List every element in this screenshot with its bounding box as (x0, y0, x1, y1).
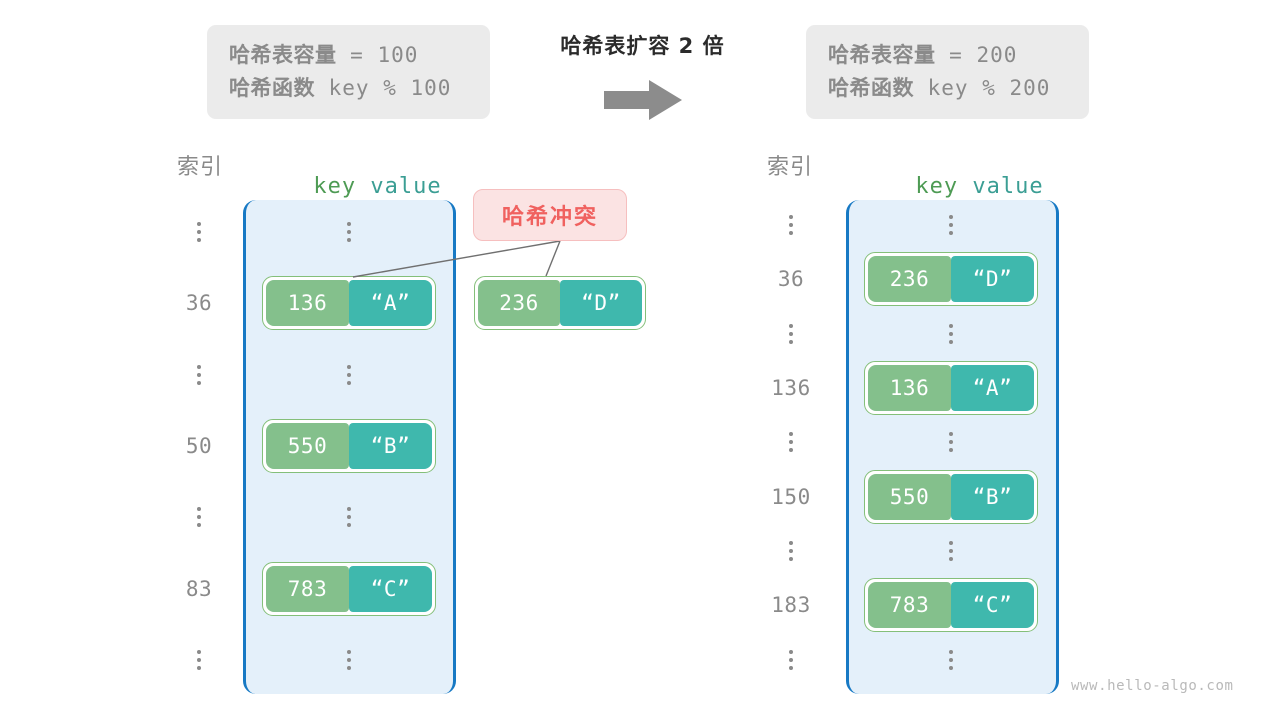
entry-value: “D” (951, 256, 1034, 303)
right-value-header: value (972, 174, 1044, 199)
right-index-header: 索引 (766, 155, 813, 180)
entry-key: 783 (266, 565, 349, 612)
right-capacity-line: 哈希表容量 = 200 (828, 39, 1067, 72)
left-capacity-value: 100 (377, 43, 419, 67)
bucket-ellipsis (347, 221, 351, 242)
entry-key: 783 (868, 582, 951, 629)
index-label: 36 (185, 291, 213, 316)
bucket-ellipsis (949, 215, 953, 236)
index-label: 36 (777, 267, 805, 292)
right-capacity-op: = (935, 43, 977, 67)
resize-title: 哈希表扩容 2 倍 (560, 34, 725, 58)
entry-key: 550 (868, 473, 951, 520)
index-label: 136 (771, 376, 811, 401)
bucket-ellipsis (347, 507, 351, 528)
entry-value: “B” (951, 473, 1034, 520)
entry-value: “A” (951, 365, 1034, 412)
right-function-expr: key % 200 (914, 76, 1051, 100)
right-function-label: 哈希函数 (828, 76, 914, 100)
table-row[interactable]: 783“C” (864, 578, 1038, 633)
right-kv-header: key value (851, 149, 1051, 224)
left-capacity-line: 哈希表容量 = 100 (229, 39, 468, 72)
bucket-ellipsis (949, 323, 953, 344)
index-ellipsis (197, 507, 201, 528)
right-function-line: 哈希函数 key % 200 (828, 72, 1067, 105)
entry-key: 136 (266, 280, 349, 327)
index-label: 150 (771, 484, 811, 509)
watermark: www.hello-algo.com (1071, 678, 1234, 694)
colliding-entry-value: “D” (560, 280, 642, 326)
colliding-entry[interactable]: 236 “D” (474, 276, 646, 330)
bucket-ellipsis (347, 364, 351, 385)
right-capacity-value: 200 (976, 43, 1018, 67)
left-capacity-op: = (336, 43, 378, 67)
table-row[interactable]: 136“A” (864, 361, 1038, 416)
table-row[interactable]: 783“C” (262, 561, 436, 616)
left-function-expr: key % 100 (315, 76, 452, 100)
entry-value: “C” (349, 565, 432, 612)
right-key-header: key (915, 174, 959, 199)
left-function-line: 哈希函数 key % 100 (229, 72, 468, 105)
index-ellipsis (197, 650, 201, 671)
index-ellipsis (789, 540, 793, 561)
table-row[interactable]: 136“A” (262, 276, 436, 331)
right-hash-config-box: 哈希表容量 = 200 哈希函数 key % 200 (806, 25, 1089, 119)
entry-key: 236 (868, 256, 951, 303)
bucket-ellipsis (949, 432, 953, 453)
left-value-header: value (370, 174, 442, 199)
right-arrow-icon (604, 80, 682, 120)
index-ellipsis (789, 432, 793, 453)
right-capacity-label: 哈希表容量 (828, 43, 936, 67)
table-row[interactable]: 550“B” (864, 469, 1038, 524)
index-ellipsis (789, 323, 793, 344)
left-kv-header: key value (249, 149, 449, 224)
index-ellipsis (789, 215, 793, 236)
index-ellipsis (197, 364, 201, 385)
table-row[interactable]: 236“D” (864, 252, 1038, 307)
index-ellipsis (197, 221, 201, 242)
entry-value: “C” (951, 582, 1034, 629)
left-index-header: 索引 (176, 155, 223, 180)
entry-key: 136 (868, 365, 951, 412)
bucket-ellipsis (347, 650, 351, 671)
entry-key: 550 (266, 422, 349, 469)
left-key-header: key (313, 174, 357, 199)
left-hash-config-box: 哈希表容量 = 100 哈希函数 key % 100 (207, 25, 490, 119)
entry-value: “A” (349, 280, 432, 327)
left-function-label: 哈希函数 (229, 76, 315, 100)
index-label: 83 (185, 576, 213, 601)
bucket-ellipsis (949, 540, 953, 561)
left-capacity-label: 哈希表容量 (229, 43, 337, 67)
index-label: 183 (771, 593, 811, 618)
hash-collision-badge: 哈希冲突 (473, 189, 627, 241)
colliding-entry-key: 236 (478, 280, 560, 326)
index-ellipsis (789, 649, 793, 670)
table-row[interactable]: 550“B” (262, 418, 436, 473)
entry-value: “B” (349, 422, 432, 469)
bucket-ellipsis (949, 649, 953, 670)
index-label: 50 (185, 433, 213, 458)
